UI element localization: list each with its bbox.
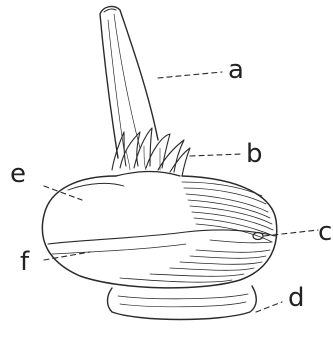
leader-d [256,302,282,312]
crown-scales [112,128,190,176]
label-a: a [228,55,244,85]
leader-lines [44,72,318,312]
label-d: d [288,283,305,313]
label-c: c [318,217,332,247]
bulb-body [42,176,276,288]
label-e: e [10,159,26,189]
leaf [100,7,158,158]
label-b: b [246,139,263,169]
basal-plate [108,286,257,320]
label-f: f [20,247,30,277]
leader-a [158,72,222,78]
leader-b [190,154,242,156]
